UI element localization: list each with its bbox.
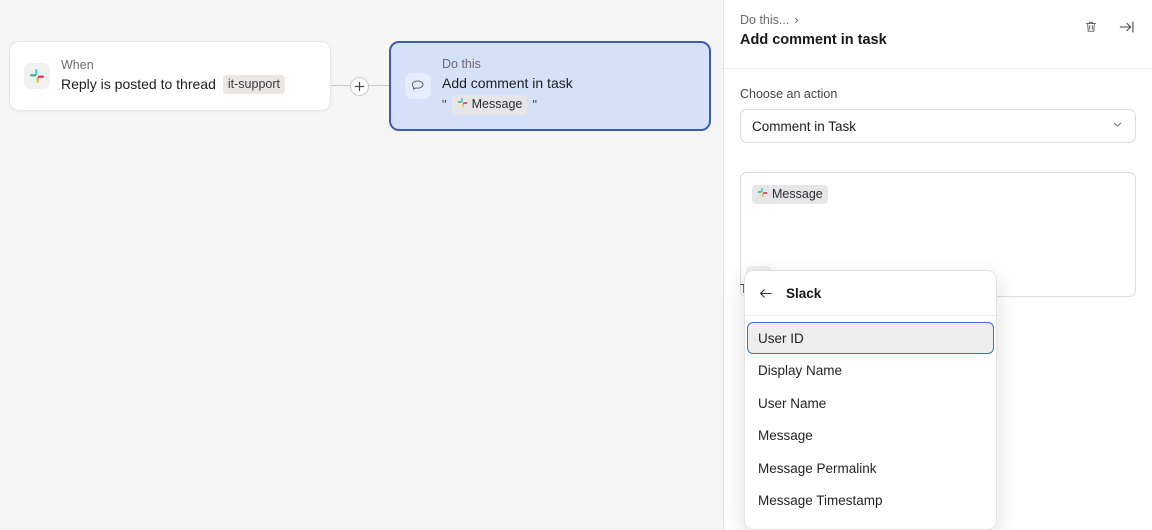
step-details-panel: Do this... › Add comment in task Choose …: [723, 0, 1152, 530]
trigger-channel-badge: it-support: [222, 75, 285, 95]
action-card-text: Do this Add comment in task ": [442, 57, 573, 115]
list-item-label: Display Name: [758, 363, 843, 378]
add-step-button[interactable]: [350, 77, 369, 96]
panel-header-actions: [1080, 16, 1138, 38]
action-kicker: Do this: [442, 57, 481, 72]
action-template-row: " Message ": [442, 95, 573, 115]
list-item[interactable]: User ID: [747, 322, 994, 354]
breadcrumb-crumb[interactable]: Do this...: [740, 13, 790, 27]
list-item[interactable]: Message Permalink: [747, 452, 994, 484]
message-token-chip: Message: [451, 95, 528, 115]
page-title: Add comment in task: [740, 32, 887, 48]
choose-action-label: Choose an action: [740, 87, 838, 101]
connector-line: [331, 85, 389, 87]
list-item[interactable]: Message Timestamp: [747, 485, 994, 517]
popover-header: Slack: [745, 271, 996, 316]
editor-content[interactable]: Message: [741, 173, 1135, 205]
list-item-label: Message Permalink: [758, 460, 877, 476]
list-item-label: Message: [758, 428, 813, 443]
list-item-label: Message Timestamp: [758, 493, 883, 508]
slack-icon: [24, 63, 50, 89]
breadcrumb[interactable]: Do this... ›: [740, 13, 1136, 27]
list-item-label: User ID: [758, 330, 804, 346]
arrow-to-line-right-icon[interactable]: [1116, 16, 1138, 38]
workflow-canvas[interactable]: When Reply is posted to thread it-suppor…: [0, 0, 723, 530]
trash-icon[interactable]: [1080, 16, 1102, 38]
quote-close: ": [532, 96, 537, 112]
trigger-title-row: Reply is posted to thread it-support: [61, 75, 285, 95]
quote-open: ": [442, 96, 447, 112]
panel-body: Choose an action Comment in Task: [724, 69, 1152, 297]
chevron-right-icon: ›: [794, 13, 799, 27]
occluded-field-label: T: [740, 282, 748, 296]
popover-title: Slack: [786, 285, 822, 301]
comment-bubble-icon: [405, 73, 431, 99]
chevron-down-icon: [1111, 118, 1124, 134]
action-select-value: Comment in Task: [752, 118, 857, 134]
action-card[interactable]: Do this Add comment in task ": [389, 41, 711, 131]
trigger-title: Reply is posted to thread: [61, 76, 216, 93]
list-item[interactable]: Message: [747, 420, 994, 452]
list-item-label: User Name: [758, 395, 827, 411]
list-item[interactable]: User Name: [747, 387, 994, 419]
message-token-label: Message: [471, 97, 523, 112]
list-item[interactable]: Display Name: [747, 355, 994, 387]
panel-header: Do this... › Add comment in task: [724, 0, 1152, 69]
slack-icon: [457, 96, 468, 112]
editor-message-token-label: Message: [772, 187, 823, 201]
arrow-left-icon[interactable]: [757, 285, 774, 302]
variable-list: User ID Display Name User Name Message M…: [745, 316, 996, 517]
trigger-card[interactable]: When Reply is posted to thread it-suppor…: [9, 41, 331, 111]
action-select[interactable]: Comment in Task: [740, 109, 1136, 143]
editor-message-token[interactable]: Message: [752, 185, 828, 205]
slack-icon: [757, 186, 768, 202]
action-title: Add comment in task: [442, 74, 573, 91]
trigger-kicker: When: [61, 57, 94, 72]
variable-picker-popover[interactable]: Slack User ID Display Name User Name Mes…: [744, 270, 997, 530]
trigger-card-text: When Reply is posted to thread it-suppor…: [61, 58, 285, 95]
